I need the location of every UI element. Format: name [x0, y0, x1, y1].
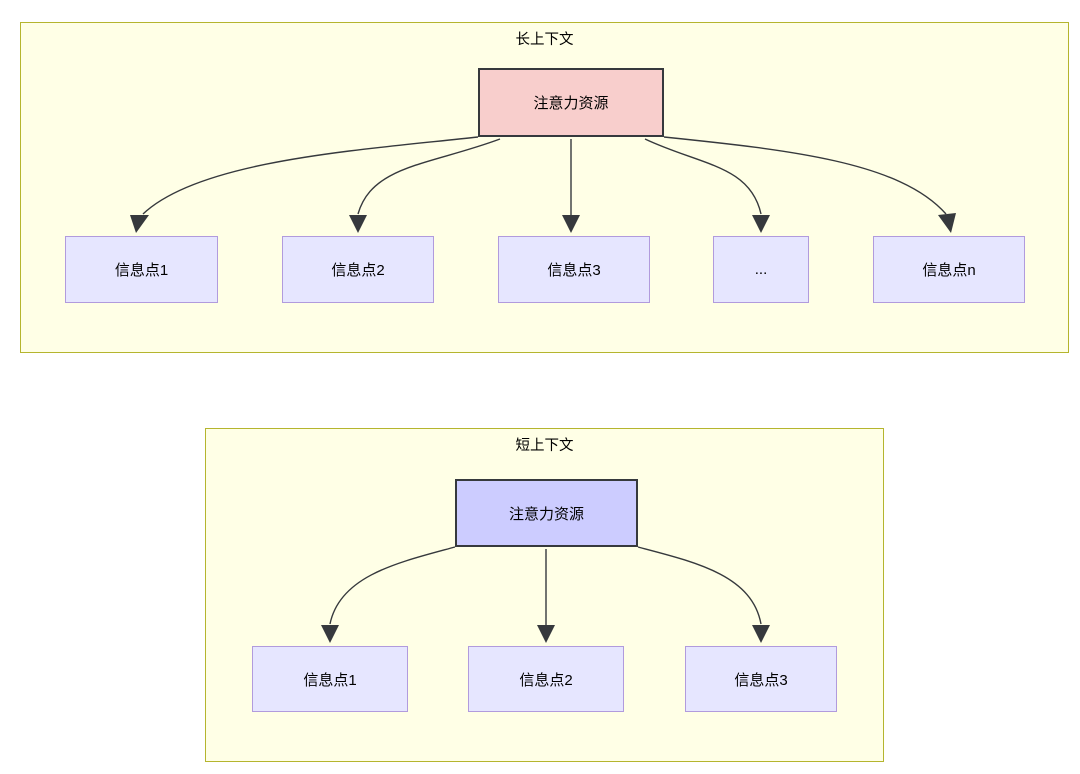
node-label: 信息点1 — [303, 671, 357, 689]
node-label: 注意力资源 — [533, 95, 609, 112]
short-context-info-node-1[interactable]: 信息点1 — [252, 646, 408, 712]
node-label: 信息点1 — [114, 262, 169, 279]
node-label: ... — [754, 261, 768, 278]
short-context-attention-resource-node[interactable]: 注意力资源 — [455, 479, 638, 547]
node-label: 信息点2 — [331, 262, 385, 279]
node-label: 注意力资源 — [508, 505, 584, 523]
long-context-title: 长上下文 — [515, 32, 574, 48]
short-context-title: 短上下文 — [515, 438, 574, 454]
long-context-info-node-1[interactable]: 信息点1 — [65, 236, 218, 303]
long-context-attention-resource-node[interactable]: 注意力资源 — [478, 68, 664, 137]
node-label: 信息点3 — [547, 262, 601, 279]
long-context-info-node-3[interactable]: 信息点3 — [498, 236, 650, 303]
node-label: 信息点n — [922, 262, 976, 279]
short-context-info-node-3[interactable]: 信息点3 — [685, 646, 837, 712]
node-label: 信息点3 — [734, 671, 788, 689]
long-context-info-node-2[interactable]: 信息点2 — [282, 236, 434, 303]
node-label: 信息点2 — [519, 671, 573, 689]
long-context-info-node-n[interactable]: 信息点n — [873, 236, 1025, 303]
short-context-info-node-2[interactable]: 信息点2 — [468, 646, 624, 712]
long-context-info-node-ellipsis[interactable]: ... — [713, 236, 809, 303]
